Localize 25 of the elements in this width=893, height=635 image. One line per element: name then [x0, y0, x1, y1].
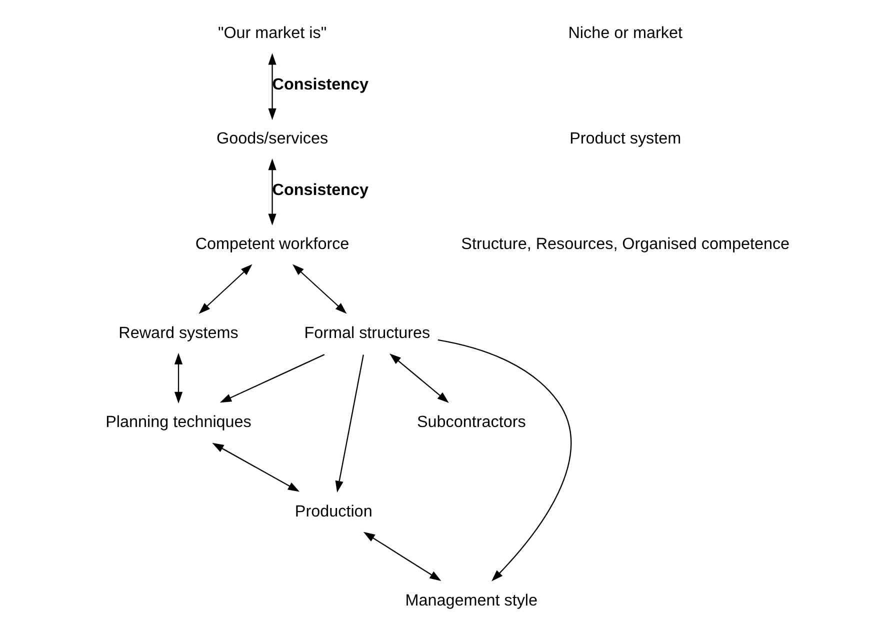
arrow: [212, 442, 300, 492]
label: Structure, Resources, Organised competence: [461, 234, 790, 253]
label: Niche or market: [568, 24, 682, 42]
arrow: [198, 264, 252, 314]
edge-label: Consistency: [272, 76, 369, 94]
node-text: Planning techniques: [106, 413, 252, 432]
arrow: [335, 354, 364, 492]
node-text: Competent workforce: [195, 234, 350, 253]
edge-label: Consistency: [272, 181, 369, 200]
node-text: Production: [294, 502, 372, 520]
arrow: [389, 353, 449, 403]
label: Product system: [570, 130, 682, 148]
arrow: [268, 53, 276, 120]
node-text: "Our market is": [218, 24, 327, 42]
arrow: [438, 339, 572, 582]
arrow: [292, 264, 347, 314]
arrow: [220, 354, 325, 403]
node-text: Formal structures: [304, 324, 430, 342]
node-text: Subcontractors: [416, 413, 526, 432]
node-text: Management style: [405, 591, 538, 610]
arrow: [174, 352, 183, 404]
arrow: [363, 532, 442, 581]
node-text: Goods/services: [216, 130, 328, 148]
node-text: Reward systems: [118, 324, 238, 342]
arrow: [268, 158, 276, 226]
